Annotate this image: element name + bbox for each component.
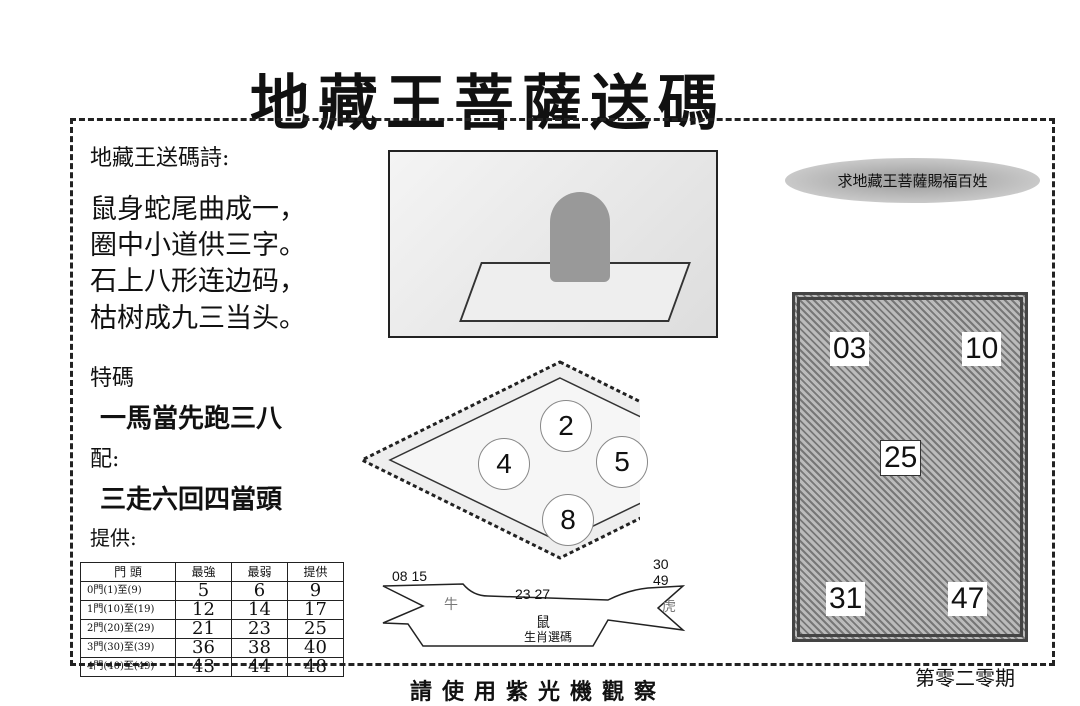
illustration (388, 150, 718, 338)
cell: 40 (287, 638, 344, 658)
cell: 44 (231, 657, 288, 677)
table-header-row: 門 頭 最強 最弱 提供 (80, 562, 344, 582)
pair-label: 配: (90, 447, 120, 472)
cell: 6 (231, 581, 288, 601)
buddha-panel: 03 10 25 31 47 (792, 292, 1028, 642)
col-header: 最強 (175, 562, 232, 582)
row-label: 4門(40)至(49) (80, 657, 176, 677)
buddha-number: 03 (830, 332, 870, 366)
special-text: 一馬當先跑三八 (100, 404, 283, 434)
number-ball: 8 (542, 494, 594, 546)
number-ball: 4 (478, 438, 530, 490)
ribbon-shape (382, 583, 686, 647)
poem-block: 地藏王送碼詩: 鼠身蛇尾曲成一， 圈中小道供三字。 石上八形连边码， 枯树成九三… (90, 145, 306, 337)
dashed-frame (70, 118, 1055, 666)
buddha-number: 10 (962, 332, 1002, 366)
row-label: 2門(20)至(29) (80, 619, 176, 639)
blessing-banner: 求地藏王菩薩賜福百姓 (785, 158, 1040, 203)
mid-zodiac: 鼠 (536, 614, 550, 630)
buddha-number: 25 (880, 440, 922, 476)
figure-drawing (550, 192, 610, 282)
diamond-graphic: 2 4 5 8 (360, 360, 700, 560)
cell: 25 (287, 619, 344, 639)
cell: 5 (175, 581, 232, 601)
cell: 38 (231, 638, 288, 658)
cell: 21 (175, 619, 232, 639)
number-ball: 5 (596, 436, 648, 488)
poem-line: 石上八形连边码， (90, 266, 306, 298)
special-block: 特碼 一馬當先跑三八 配: 三走六回四當頭 提供: (90, 360, 282, 557)
buddha-number: 47 (948, 582, 988, 616)
poem-line: 鼠身蛇尾曲成一， (90, 193, 306, 225)
left-numbers: 08 15 (392, 568, 428, 584)
right-numbers: 30 49 (653, 556, 669, 588)
row-label: 1門(10)至(19) (80, 600, 176, 620)
poem-line: 枯树成九三当头。 (90, 302, 306, 334)
pair-text: 三走六回四當頭 (100, 485, 283, 515)
cell: 9 (287, 581, 344, 601)
buddha-number: 31 (826, 582, 866, 616)
mid-numbers: 23 27 (515, 586, 551, 602)
row-label: 0門(1)至(9) (80, 581, 176, 601)
page-title: 地藏王菩薩送碼 (250, 69, 726, 139)
cell: 43 (175, 657, 232, 677)
cell: 12 (175, 600, 232, 620)
poem-line: 圈中小道供三字。 (90, 230, 306, 262)
cell: 23 (231, 619, 288, 639)
footer-text: 請使用紫光機觀察 (410, 679, 667, 705)
col-header: 提供 (287, 562, 344, 582)
number-ball: 2 (540, 400, 592, 452)
issue-number: 第零二零期 (915, 666, 1015, 690)
cell: 14 (231, 600, 288, 620)
poem-heading: 地藏王送碼詩: (90, 146, 230, 171)
cell: 36 (175, 638, 232, 658)
cell: 17 (287, 600, 344, 620)
zodiac-ribbon: 08 15 牛 23 27 鼠 生肖選碼 30 49 虎 (378, 556, 688, 648)
col-header: 門 頭 (80, 562, 176, 582)
special-label: 特碼 (90, 366, 135, 391)
col-header: 最弱 (231, 562, 288, 582)
right-zodiac: 虎 (662, 598, 676, 614)
row-label: 3門(30)至(39) (80, 638, 176, 658)
ribbon-caption: 生肖選碼 (524, 630, 573, 644)
provide-label: 提供: (90, 526, 137, 550)
cell: 48 (287, 657, 344, 677)
left-zodiac: 牛 (444, 596, 458, 612)
